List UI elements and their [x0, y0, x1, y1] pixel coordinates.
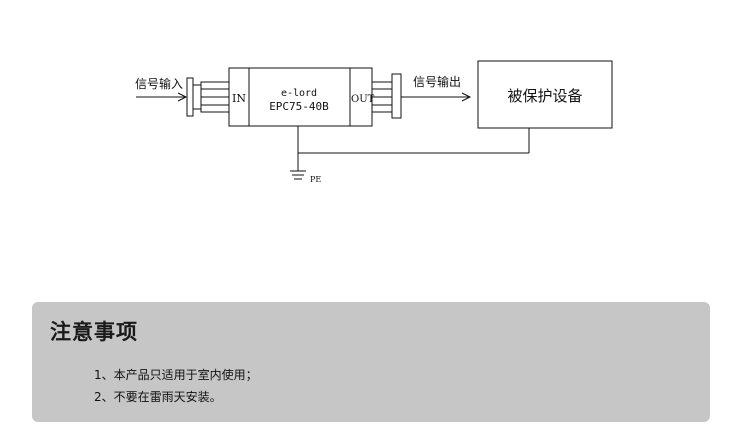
notice-item: 1、本产品只适用于室内使用； [94, 368, 258, 382]
device-model: EPC75-40B [269, 100, 329, 113]
protected-equipment-box [477, 60, 613, 129]
out-port-label: OUT [351, 94, 375, 105]
in-port-label: IN [232, 92, 246, 105]
output-arrow-head [461, 92, 472, 102]
input-label: 信号输入 [135, 76, 183, 91]
input-connector-body [192, 84, 202, 110]
notice-list: 1、本产品只适用于室内使用； 2、不要在雷雨天安装。 [94, 364, 258, 408]
protected-equipment-label: 被保护设备 [507, 87, 582, 105]
output-connector-flange [391, 73, 402, 119]
notice-title: 注意事项 [50, 320, 138, 344]
input-arrow-head [177, 92, 188, 102]
notice-panel: 注意事项 1、本产品只适用于室内使用； 2、不要在雷雨天安装。 [32, 302, 710, 422]
device-brand: e-lord [281, 88, 317, 99]
ground-label: PE [310, 175, 321, 184]
notice-item: 2、不要在雷雨天安装。 [94, 390, 222, 404]
output-label: 信号输出 [413, 74, 461, 89]
input-connector-flange [186, 77, 194, 117]
wiring-diagram: 信号输入 IN e-lord EPC75-40B OUT 信号输出 被保护设备 … [135, 60, 613, 184]
ground-icon [290, 170, 306, 180]
